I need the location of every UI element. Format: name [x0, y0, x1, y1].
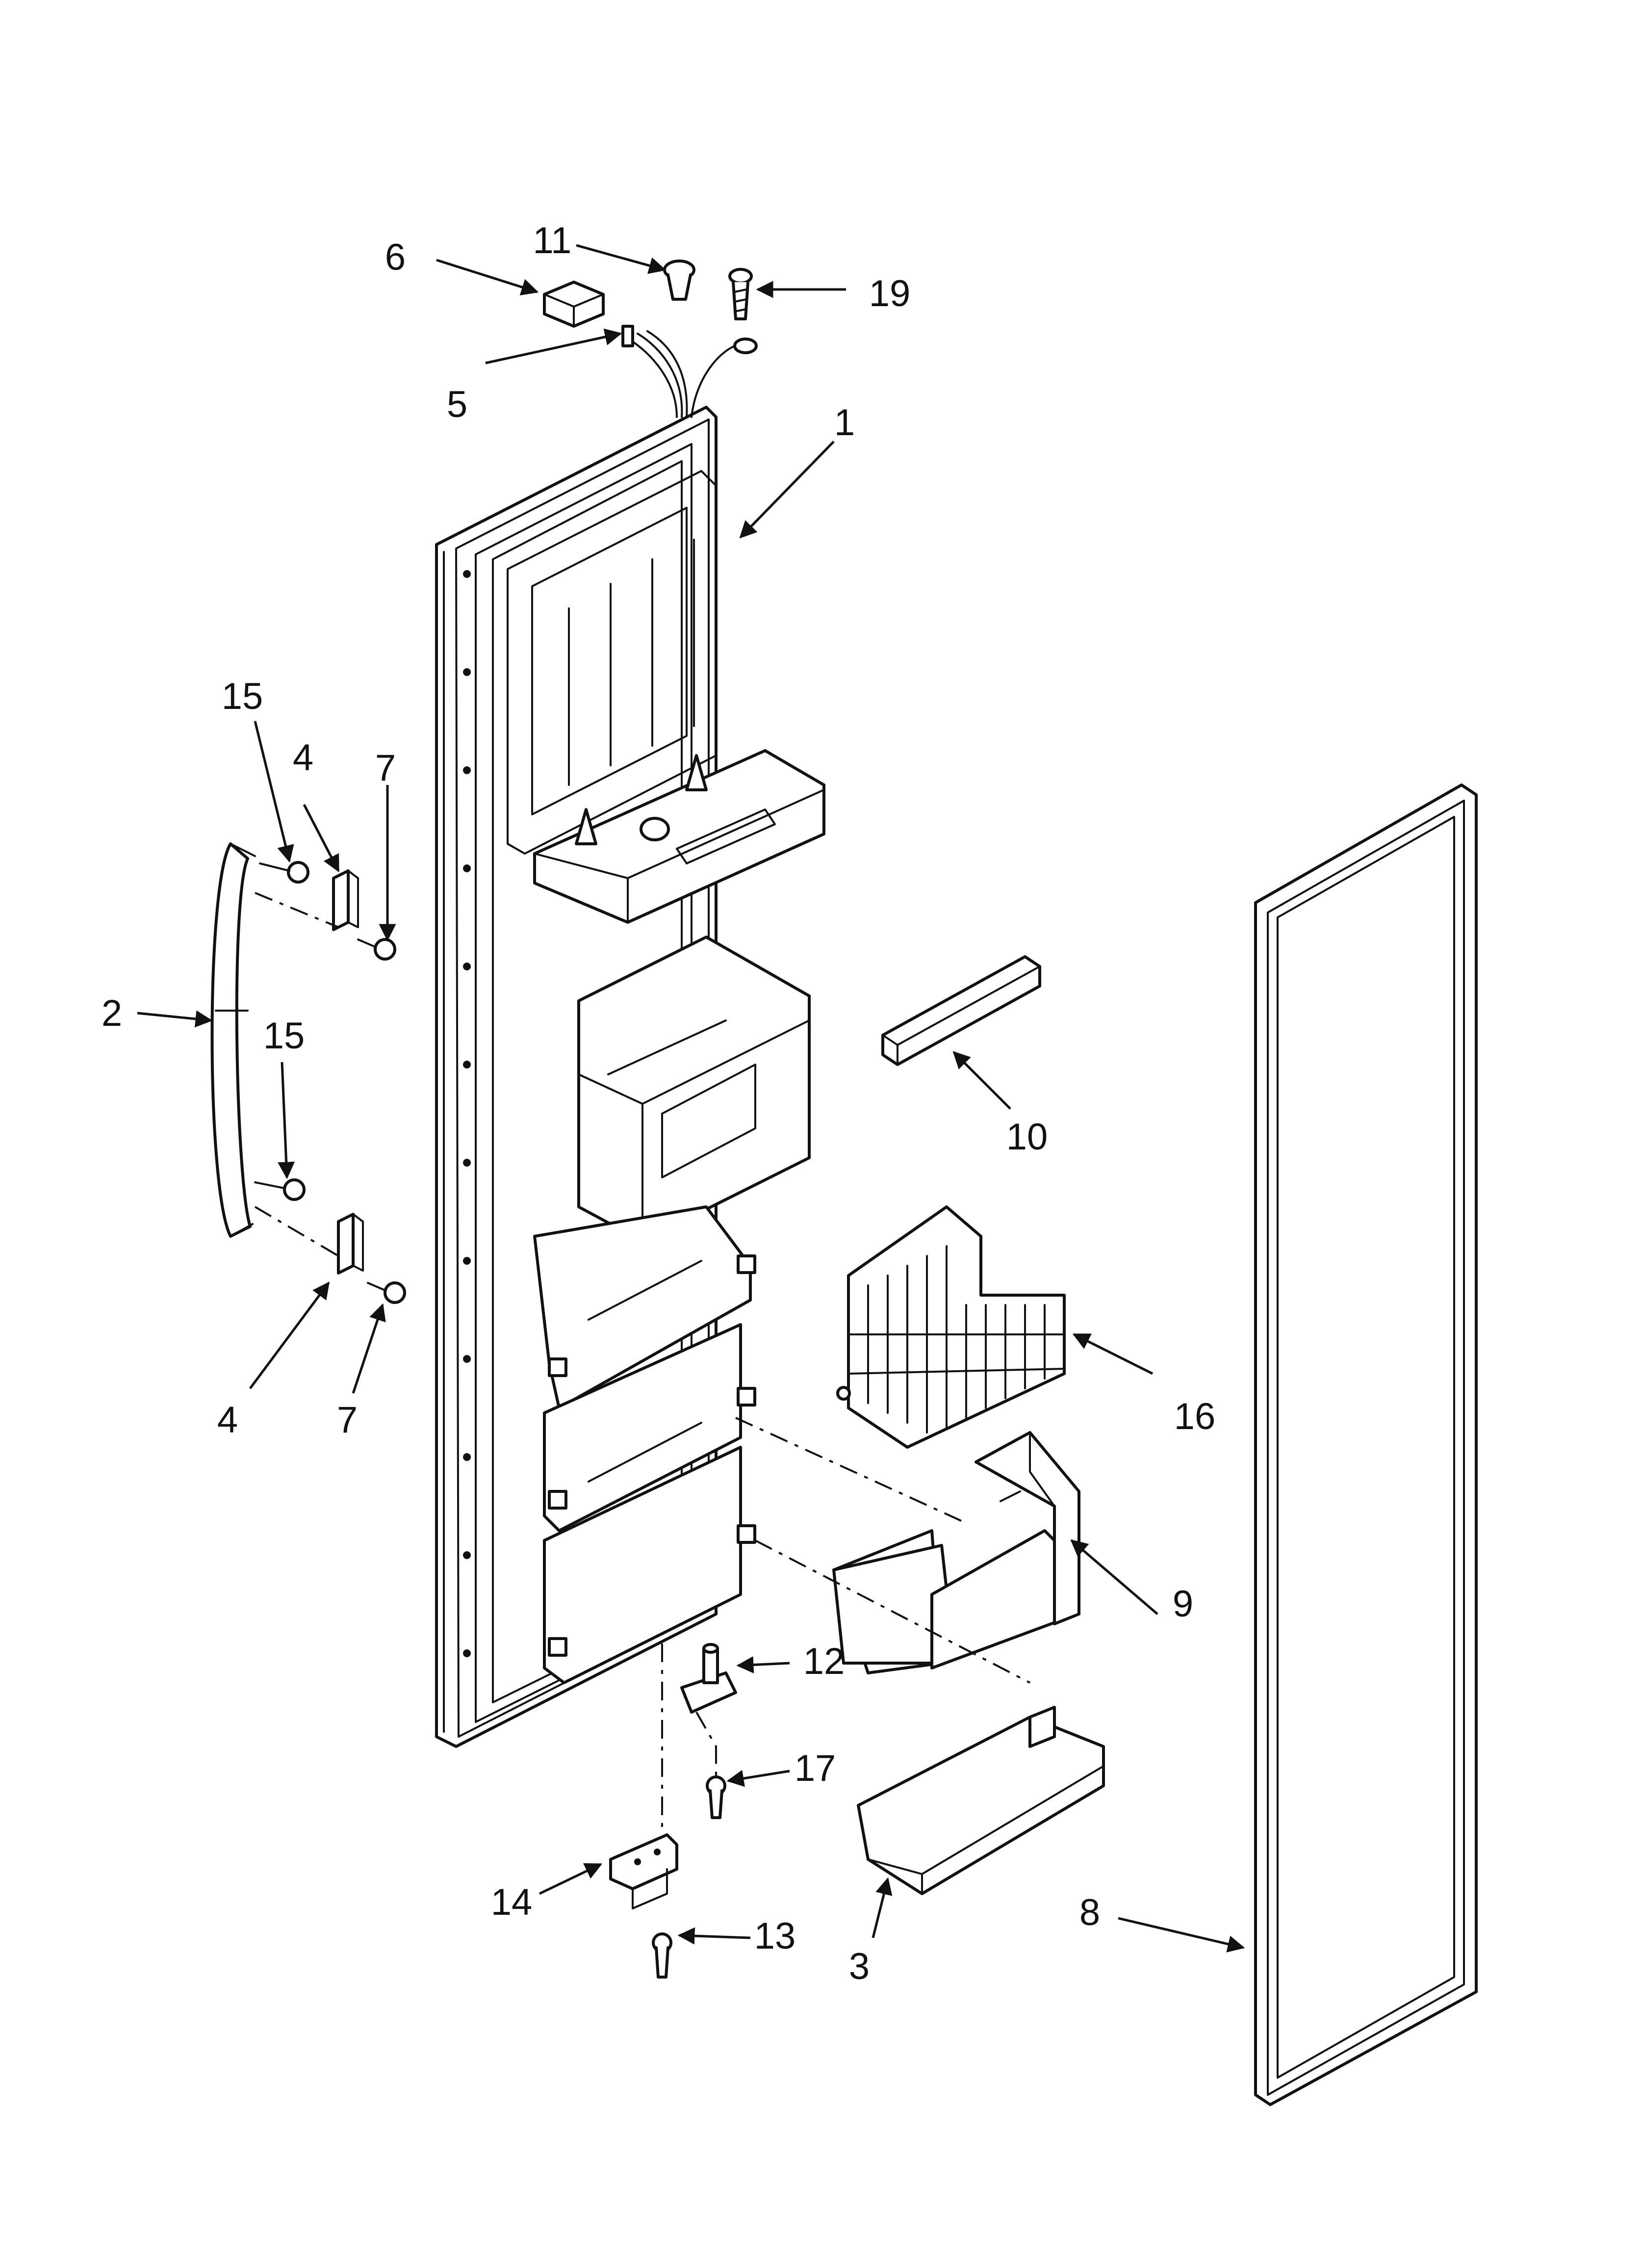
- callout-19: 19: [869, 273, 911, 314]
- callout-5: 5: [447, 384, 467, 425]
- leader-lines: [137, 244, 1245, 1953]
- callout-3: 3: [849, 1946, 870, 1987]
- callout-16: 16: [1174, 1396, 1216, 1437]
- callout-17: 17: [795, 1747, 836, 1789]
- screw-7-upper: [357, 938, 396, 961]
- callout-6: 6: [385, 236, 406, 278]
- door-bin-3: [857, 1706, 1105, 1895]
- screw-13: [652, 1932, 672, 1979]
- handle-bracket-lower: [337, 1213, 364, 1275]
- screw-17: [706, 1775, 726, 1819]
- callout-7a: 7: [375, 747, 396, 789]
- callout-14: 14: [491, 1881, 533, 1923]
- callout-10: 10: [1006, 1116, 1048, 1158]
- screw-15-lower: [254, 1178, 306, 1201]
- door-handle: [210, 842, 256, 1238]
- door-panel: [435, 406, 825, 1748]
- screw-19: [728, 268, 753, 320]
- callout-11: 11: [533, 220, 572, 261]
- trim-strip: [881, 955, 1041, 1066]
- callout-2: 2: [102, 992, 122, 1034]
- handle-bracket-upper: [332, 869, 359, 931]
- plug-button: [663, 260, 695, 301]
- door-bin-9: [832, 1431, 1080, 1674]
- callout-13: 13: [754, 1915, 796, 1957]
- hinge-bracket: [609, 1833, 678, 1909]
- callout-7b: 7: [337, 1399, 358, 1441]
- callout-12: 12: [803, 1641, 845, 1682]
- wire-harness: [621, 325, 758, 418]
- callout-15a: 15: [222, 676, 263, 717]
- callout-labels: 1 2 3 4 4 5 6 7 7 8 9 10 11 12 13 14 15 …: [102, 220, 1215, 1987]
- callout-9: 9: [1173, 1583, 1193, 1625]
- connector-block: [543, 281, 605, 328]
- screw-15-upper: [259, 861, 309, 884]
- screw-7-lower: [367, 1281, 406, 1304]
- callout-8: 8: [1079, 1892, 1100, 1933]
- wire-basket: [836, 1205, 1066, 1449]
- callout-1: 1: [834, 402, 855, 443]
- hinge-pin: [680, 1643, 737, 1714]
- callout-4a: 4: [293, 737, 313, 779]
- callout-15b: 15: [263, 1015, 305, 1057]
- callout-4b: 4: [217, 1399, 238, 1441]
- door-gasket: [1254, 783, 1478, 2106]
